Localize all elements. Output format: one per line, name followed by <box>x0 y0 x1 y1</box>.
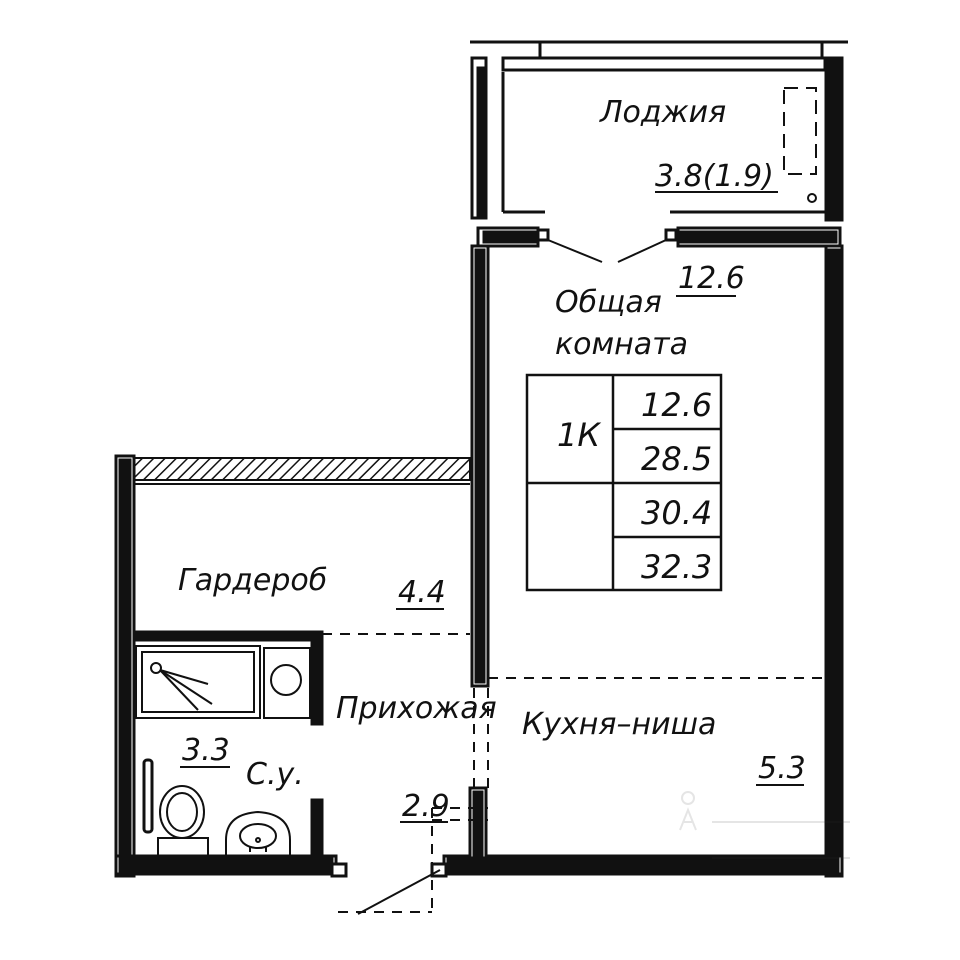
room-wardrobe-area: 4.4 <box>398 575 446 610</box>
table-type: 1К <box>557 416 601 454</box>
table-living-area: 12.6 <box>641 386 712 424</box>
bathroom-door-leaf <box>142 758 154 834</box>
room-kitchen-name: Кухня–ниша <box>522 707 716 742</box>
room-kitchen-area: 5.3 <box>758 751 806 786</box>
washing-machine <box>263 647 311 719</box>
loggia-door-swing-right <box>617 239 667 263</box>
dashed-boundaries <box>322 69 826 913</box>
room-living-name-line2: комната <box>555 327 688 362</box>
loggia-cabinet <box>783 87 817 175</box>
room-loggia-name: Лоджия <box>599 95 726 130</box>
room-living-area: 12.6 <box>678 261 745 296</box>
loggia-door-swing-left <box>547 239 603 263</box>
table-total-with-loggia: 32.3 <box>641 548 712 586</box>
toilet <box>157 785 209 857</box>
loggia-drain <box>807 193 817 203</box>
hatched-wall <box>133 457 471 481</box>
walls <box>114 40 848 878</box>
table-net-area: 28.5 <box>641 440 712 478</box>
sink <box>225 810 291 857</box>
room-hallway-area: 2.9 <box>402 789 450 824</box>
entrance-door-swing <box>357 869 441 915</box>
room-loggia-area: 3.8(1.9) <box>655 159 774 194</box>
room-hallway-name: Прихожая <box>336 691 497 726</box>
room-bathroom-name: С.у. <box>246 757 304 792</box>
room-living-name-line1: Общая <box>555 285 662 320</box>
room-bathroom-area: 3.3 <box>182 733 230 768</box>
watermark-logo <box>679 791 850 859</box>
table-total-area: 30.4 <box>641 494 712 532</box>
room-wardrobe-name: Гардероб <box>178 563 327 598</box>
shower-tray <box>135 645 261 719</box>
summary-table <box>525 373 723 592</box>
